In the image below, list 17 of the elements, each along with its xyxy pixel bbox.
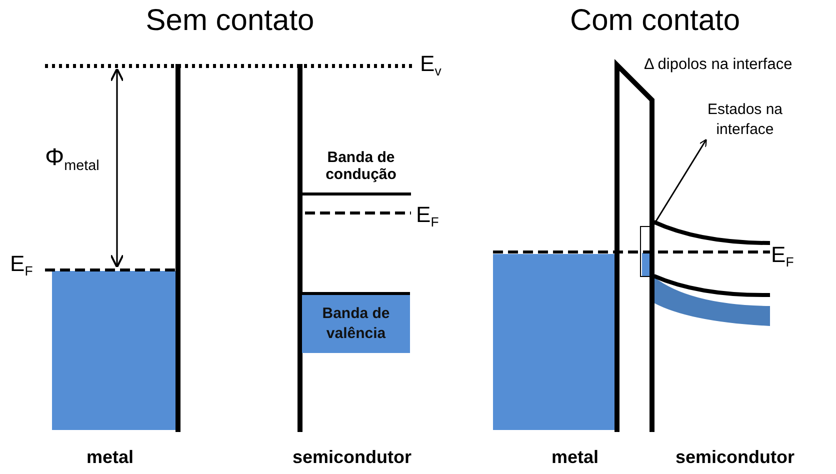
text-label: semicondutor: [674, 448, 796, 468]
text-label: E$_{F}$: [10, 252, 34, 280]
text-label: semicondutor: [291, 448, 412, 468]
text-label: Banda de condução: [324, 150, 398, 183]
valence-band: [302, 292, 410, 353]
text-label: Φ$_{metal}$: [45, 145, 100, 175]
text-label: metal: [550, 448, 600, 468]
text-label: Δ dipolos na interface: [644, 56, 794, 74]
text-label: Com contato: [568, 4, 742, 37]
text-label: metal: [85, 448, 135, 468]
text-label: Sem contato: [144, 4, 316, 37]
leader-arrow: [652, 138, 707, 226]
text-label: E$_{F}$: [416, 203, 440, 230]
callout-text: Estados na interface: [690, 100, 800, 139]
text-label: E$_{F}$: [771, 243, 795, 270]
band-label: Banda de valência: [321, 304, 391, 344]
text-label: E$_{v}$: [420, 52, 442, 80]
